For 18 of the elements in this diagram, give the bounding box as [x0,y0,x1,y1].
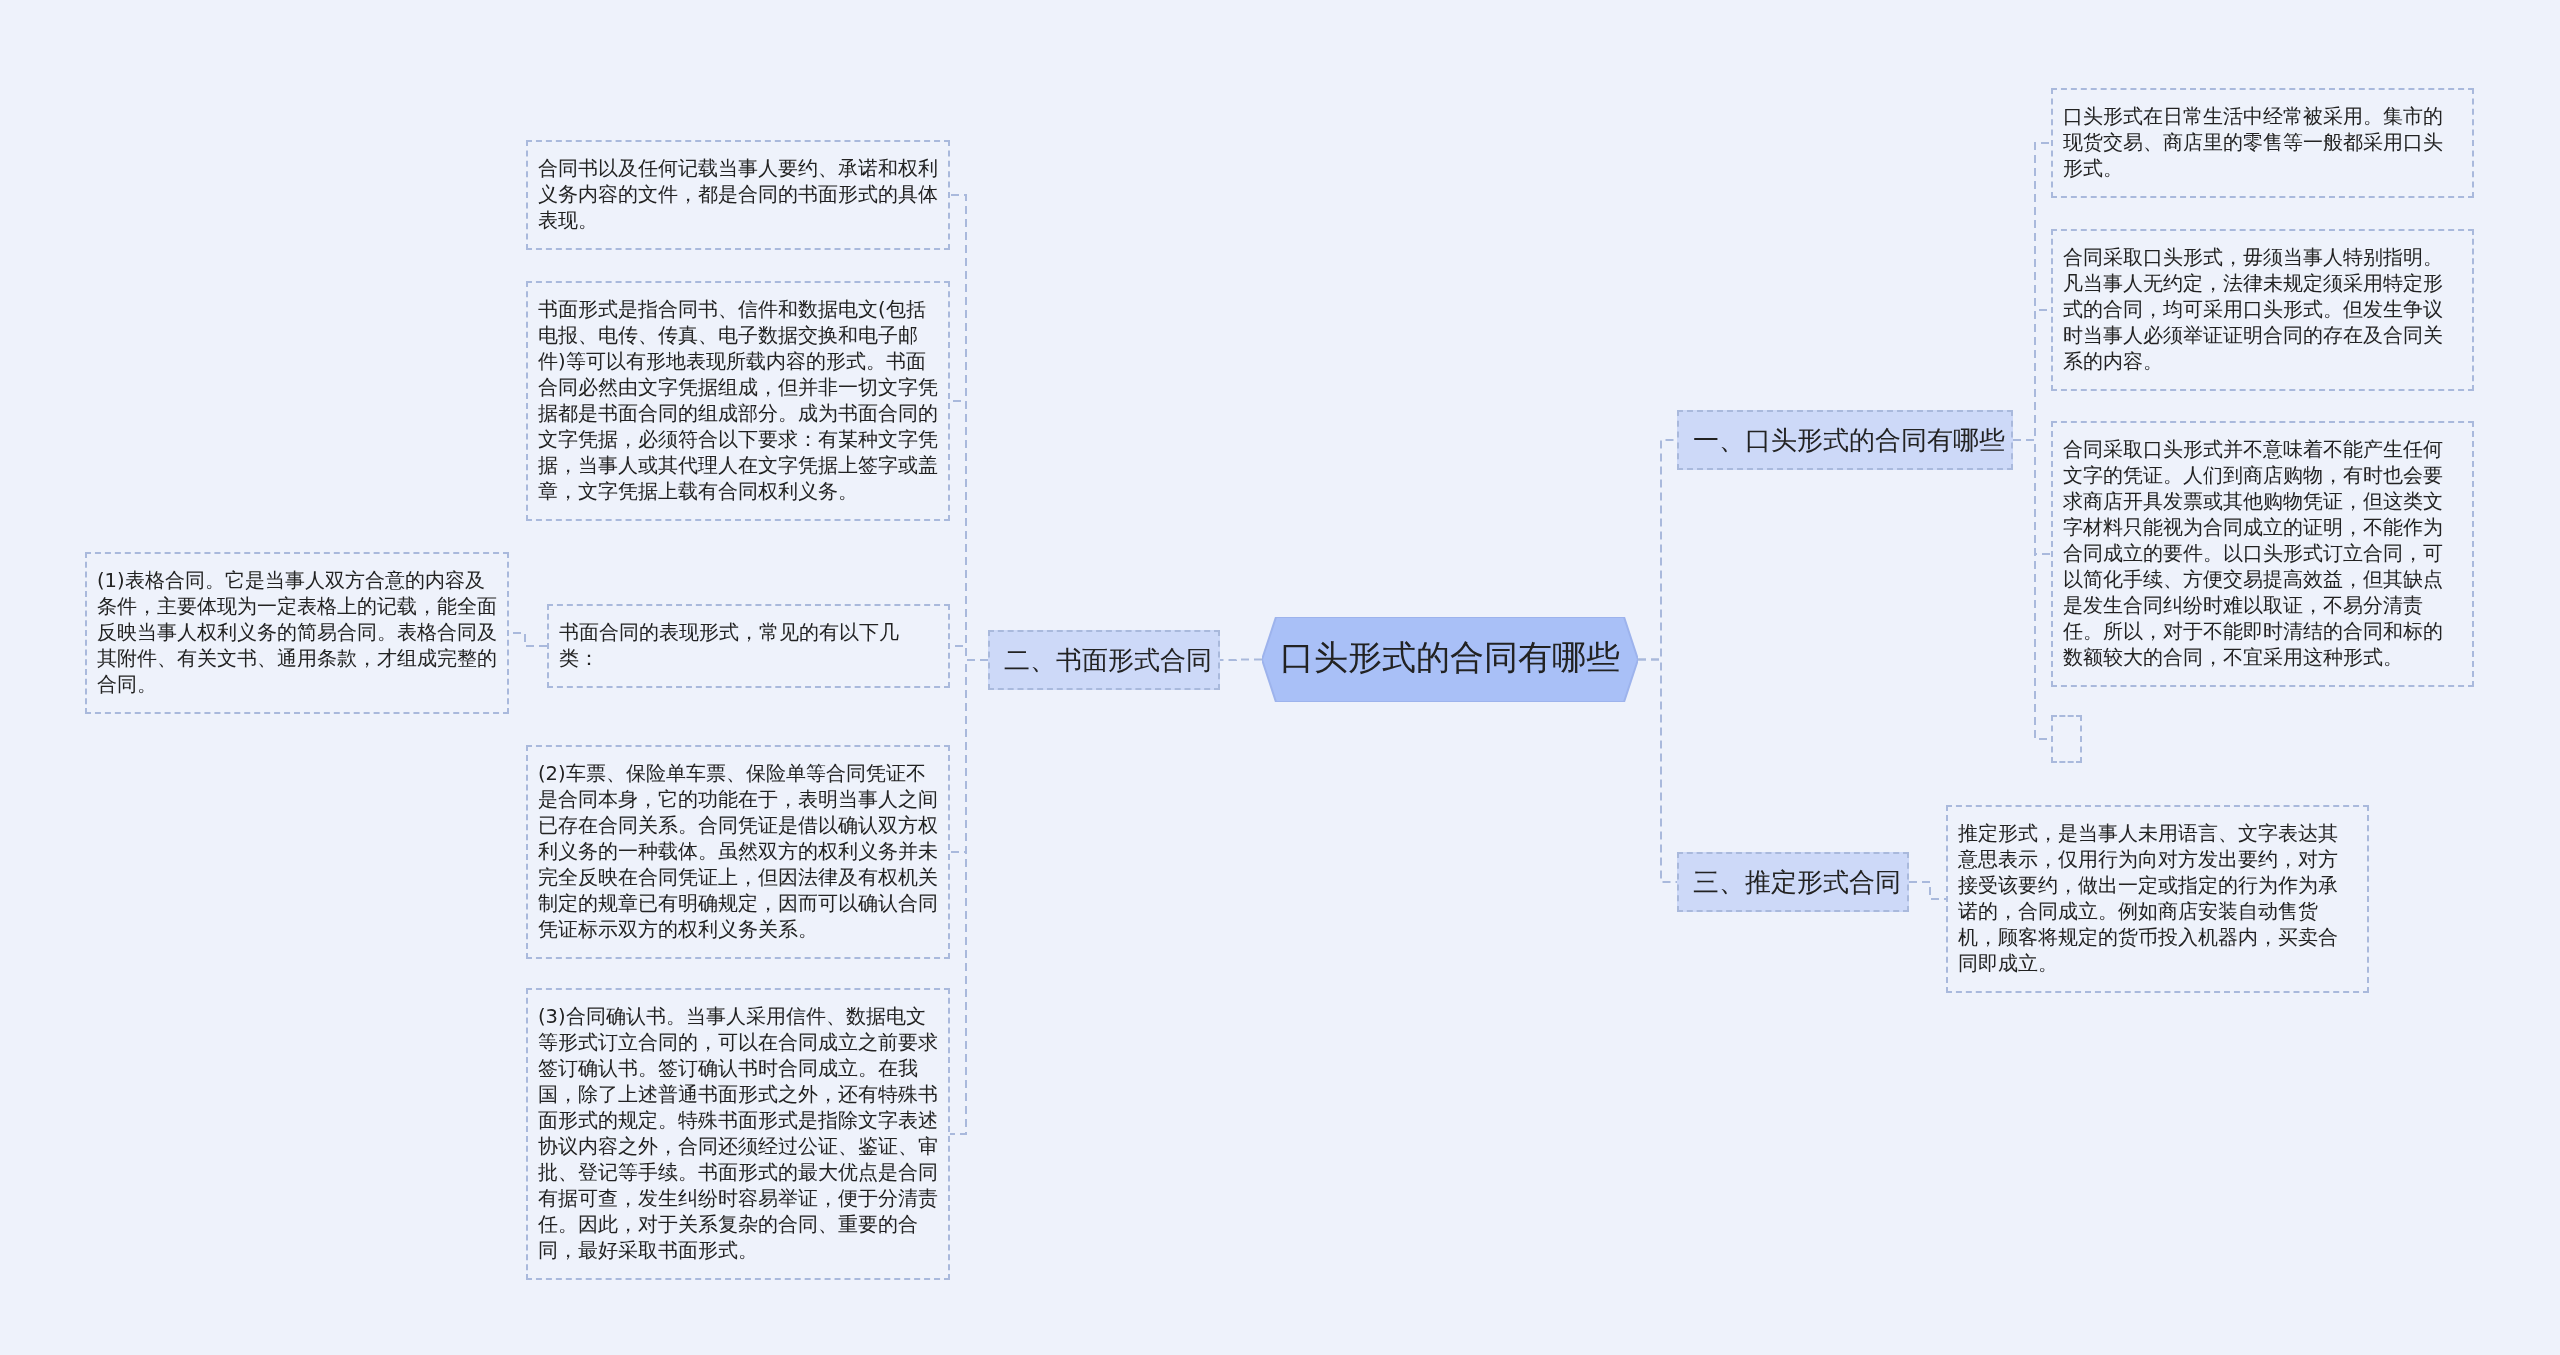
text-box: (3)合同确认书。当事人采用信件、数据电文等形式订立合同的，可以在合同成立之前要求签订确认书。签订确认书时合同成立。在我国，除了上述普通书面形式之外，还有特殊书面形式的规定。特殊书面形式是指除文字表述协议内容之外，合同还须经过公证、鉴证、审批、登记等手续。书面形式的最大优点是合同有据可查，发生纠纷时容易举证，便于分清责任。因此，对于关系复杂的合同、重要的合同，最好采取书面形式。 [526,988,950,1280]
text-box: (2)车票、保险单车票、保险单等合同凭证不是合同本身，它的功能在于，表明当事人之间已存在合同关系。合同凭证是借以确认双方权利义务的一种载体。虽然双方的权利义务并未完全反映在合同凭证上，但因法律及有权机关制定的规章已有明确规定，因而可以确认合同凭证标示双方的权利义务关系。 [526,745,950,959]
text-box: 合同采取口头形式并不意味着不能产生任何文字的凭证。人们到商店购物，有时也会要求商店开具发票或其他购物凭证，但这类文字材料只能视为合同成立的证明，不能作为合同成立的要件。以口头形式订立合同，可以简化手续、方便交易提高效益，但其缺点是发生合同纠纷时难以取证，不易分清责任。所以，对于不能即时清结的合同和标的数额较大的合同，不宜采用这种形式。 [2051,421,2474,687]
text-box: 推定形式，是当事人未用语言、文字表达其意思表示，仅用行为向对方发出要约，对方接受该要约，做出一定或指定的行为作为承诺的，合同成立。例如商店安装自动售货机，顾客将规定的货币投入机器内，买卖合同即成立。 [1946,805,2369,993]
empty-box [2051,715,2082,763]
text-box: 书面形式是指合同书、信件和数据电文(包括电报、电传、传真、电子数据交换和电子邮件)等可以有形地表现所载内容的形式。书面合同必然由文字凭据组成，但并非一切文字凭据都是书面合同的组成部分。成为书面合同的文字凭据，必须符合以下要求：有某种文字凭据，当事人或其代理人在文字凭据上签字或盖章，文字凭据上载有合同权利义务。 [526,281,950,521]
text-box: 口头形式在日常生活中经常被采用。集市的现货交易、商店里的零售等一般都采用口头形式。 [2051,88,2474,198]
connector-line [1637,658,1678,883]
topic-hexagon: 口头形式的合同有哪些 [1262,617,1638,702]
connector-line [1908,881,1947,900]
branch-box: 二、书面形式合同 [988,630,1220,690]
branch-box: 一、口头形式的合同有哪些 [1677,410,2013,470]
text-box: (1)表格合同。它是当事人双方合意的内容及条件，主要体现为一定表格上的记载，能全面反映当事人权利义务的简易合同。表格合同及其附件、有关文书、通用条款，才组成完整的合同。 [85,552,509,714]
text-box: 书面合同的表现形式，常见的有以下几类： [547,604,950,688]
text-box: 合同书以及任何记载当事人要约、承诺和权利义务内容的文件，都是合同的书面形式的具体表现。 [526,140,950,250]
text-box: 合同采取口头形式，毋须当事人特别指明。凡当事人无约定，法律未规定须采用特定形式的合同，均可采用口头形式。但发生争议时当事人必须举证证明合同的存在及合同关系的内容。 [2051,229,2474,391]
branch-box: 三、推定形式合同 [1677,852,1909,912]
connector-line [1219,658,1263,661]
